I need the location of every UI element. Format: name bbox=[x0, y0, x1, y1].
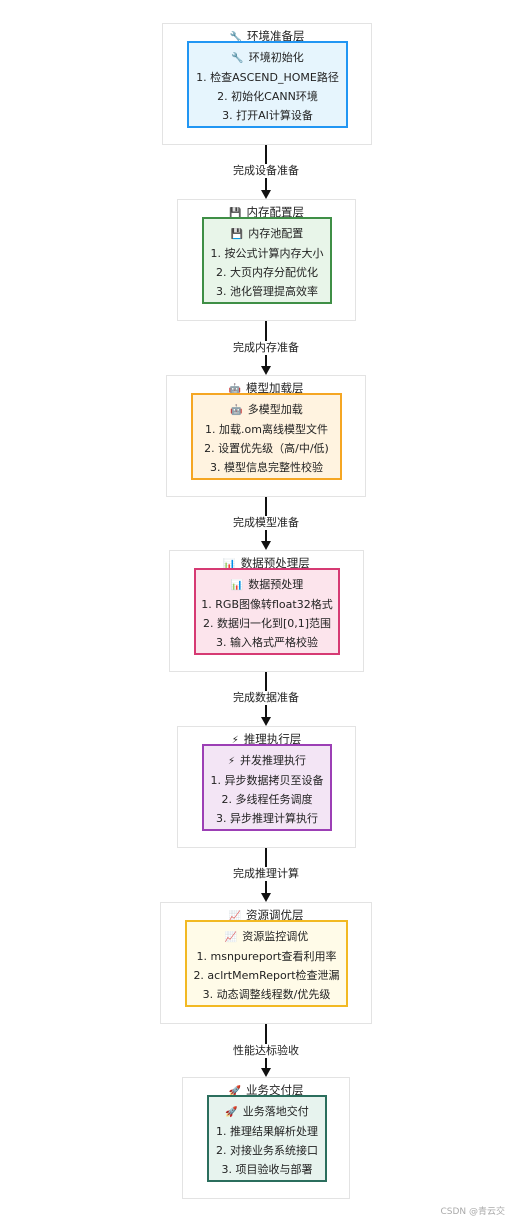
wrench-icon: 🔧 bbox=[231, 53, 244, 64]
environment-init-box: 🔧环境初始化 1. 检查ASCEND_HOME路径 2. 初始化CANN环境 3… bbox=[187, 41, 348, 128]
watermark: CSDN @青云交 bbox=[440, 1207, 505, 1217]
rocket-icon: 🚀 bbox=[228, 1086, 241, 1097]
layer-model: 🤖模型加载层 🤖多模型加载 1. 加载.om离线模型文件 2. 设置优先级（高/… bbox=[166, 375, 366, 497]
arrow-down-icon bbox=[261, 541, 271, 550]
box-item: 2. 大页内存分配优化 bbox=[216, 266, 318, 279]
box-item: 1. msnpureport查看利用率 bbox=[196, 950, 337, 963]
memory-pool-box: 💾内存池配置 1. 按公式计算内存大小 2. 大页内存分配优化 3. 池化管理提… bbox=[202, 217, 332, 304]
box-item: 3. 模型信息完整性校验 bbox=[210, 461, 323, 474]
layer-preprocess: 📊数据预处理层 📊数据预处理 1. RGB图像转float32格式 2. 数据归… bbox=[169, 550, 364, 672]
layer-inference: ⚡推理执行层 ⚡并发推理执行 1. 异步数据拷贝至设备 2. 多线程任务调度 3… bbox=[177, 726, 356, 848]
resource-monitor-box: 📈资源监控调优 1. msnpureport查看利用率 2. aclrtMemR… bbox=[185, 920, 348, 1007]
layer-resource-tuning: 📈资源调优层 📈资源监控调优 1. msnpureport查看利用率 2. ac… bbox=[160, 902, 372, 1024]
box-title: 🔧环境初始化 bbox=[189, 48, 346, 68]
box-item: 2. 设置优先级（高/中/低) bbox=[204, 442, 329, 455]
box-title: 💾内存池配置 bbox=[204, 224, 330, 244]
bar-chart-icon: 📊 bbox=[230, 580, 244, 591]
box-item: 1. 推理结果解析处理 bbox=[216, 1125, 318, 1138]
box-item: 2. 多线程任务调度 bbox=[221, 793, 313, 806]
connector-label: 完成推理计算 bbox=[160, 867, 372, 881]
box-item: 1. 异步数据拷贝至设备 bbox=[210, 774, 324, 787]
layer-delivery: 🚀业务交付层 🚀业务落地交付 1. 推理结果解析处理 2. 对接业务系统接口 3… bbox=[182, 1077, 350, 1199]
rocket-icon: 🚀 bbox=[225, 1107, 238, 1118]
box-item: 1. RGB图像转float32格式 bbox=[201, 598, 333, 611]
connector-label: 性能达标验收 bbox=[160, 1044, 372, 1058]
layer-title: 📊数据预处理层 bbox=[223, 556, 310, 570]
robot-icon: 🤖 bbox=[228, 384, 241, 395]
box-item: 3. 池化管理提高效率 bbox=[216, 285, 318, 298]
box-title: 📊数据预处理 bbox=[196, 575, 338, 595]
box-item: 3. 异步推理计算执行 bbox=[216, 812, 318, 825]
floppy-disk-icon: 💾 bbox=[230, 229, 244, 240]
lightning-icon: ⚡ bbox=[231, 735, 239, 746]
box-title: 🤖多模型加载 bbox=[193, 400, 340, 420]
layer-title: 🤖模型加载层 bbox=[228, 381, 304, 395]
floppy-disk-icon: 💾 bbox=[229, 208, 242, 219]
lightning-icon: ⚡ bbox=[227, 756, 236, 767]
arrow-down-icon bbox=[261, 366, 271, 375]
box-item: 3. 输入格式严格校验 bbox=[216, 636, 318, 649]
trend-chart-icon: 📈 bbox=[228, 911, 241, 922]
preprocess-box: 📊数据预处理 1. RGB图像转float32格式 2. 数据归一化到[0,1]… bbox=[194, 568, 340, 655]
inference-box: ⚡并发推理执行 1. 异步数据拷贝至设备 2. 多线程任务调度 3. 异步推理计… bbox=[202, 744, 332, 831]
connector-label: 完成模型准备 bbox=[160, 516, 372, 530]
wrench-icon: 🔧 bbox=[229, 32, 242, 43]
box-item: 3. 打开AI计算设备 bbox=[222, 109, 313, 122]
delivery-box: 🚀业务落地交付 1. 推理结果解析处理 2. 对接业务系统接口 3. 项目验收与… bbox=[207, 1095, 327, 1182]
box-item: 2. 对接业务系统接口 bbox=[216, 1144, 318, 1157]
robot-icon: 🤖 bbox=[230, 405, 243, 416]
layer-title: 🚀业务交付层 bbox=[228, 1083, 304, 1097]
box-item: 1. 检查ASCEND_HOME路径 bbox=[196, 71, 339, 84]
connector-label: 完成数据准备 bbox=[160, 691, 372, 705]
arrow-down-icon bbox=[261, 1068, 271, 1077]
layer-environment: 🔧环境准备层 🔧环境初始化 1. 检查ASCEND_HOME路径 2. 初始化C… bbox=[162, 23, 372, 145]
bar-chart-icon: 📊 bbox=[223, 559, 236, 570]
connector-label: 完成内存准备 bbox=[160, 341, 372, 355]
arrow-down-icon bbox=[261, 190, 271, 199]
box-title: 📈资源监控调优 bbox=[187, 927, 346, 947]
model-load-box: 🤖多模型加载 1. 加载.om离线模型文件 2. 设置优先级（高/中/低) 3.… bbox=[191, 393, 342, 480]
layer-memory: 💾内存配置层 💾内存池配置 1. 按公式计算内存大小 2. 大页内存分配优化 3… bbox=[177, 199, 356, 321]
box-item: 1. 按公式计算内存大小 bbox=[210, 247, 324, 260]
box-item: 1. 加载.om离线模型文件 bbox=[205, 423, 328, 436]
box-item: 3. 动态调整线程数/优先级 bbox=[202, 988, 331, 1001]
layer-title: 💾内存配置层 bbox=[229, 205, 304, 219]
box-title: ⚡并发推理执行 bbox=[204, 751, 330, 771]
box-title: 🚀业务落地交付 bbox=[209, 1102, 325, 1122]
layer-title: 🔧环境准备层 bbox=[229, 29, 305, 43]
layer-title: 📈资源调优层 bbox=[228, 908, 304, 922]
layer-title: ⚡推理执行层 bbox=[231, 732, 302, 746]
box-item: 2. 初始化CANN环境 bbox=[217, 90, 318, 103]
connector-label: 完成设备准备 bbox=[160, 164, 372, 178]
arrow-down-icon bbox=[261, 717, 271, 726]
box-item: 2. aclrtMemReport检查泄漏 bbox=[193, 969, 340, 982]
arrow-down-icon bbox=[261, 893, 271, 902]
box-item: 2. 数据归一化到[0,1]范围 bbox=[202, 617, 332, 630]
box-item: 3. 项目验收与部署 bbox=[221, 1163, 313, 1176]
trend-chart-icon: 📈 bbox=[224, 932, 238, 943]
